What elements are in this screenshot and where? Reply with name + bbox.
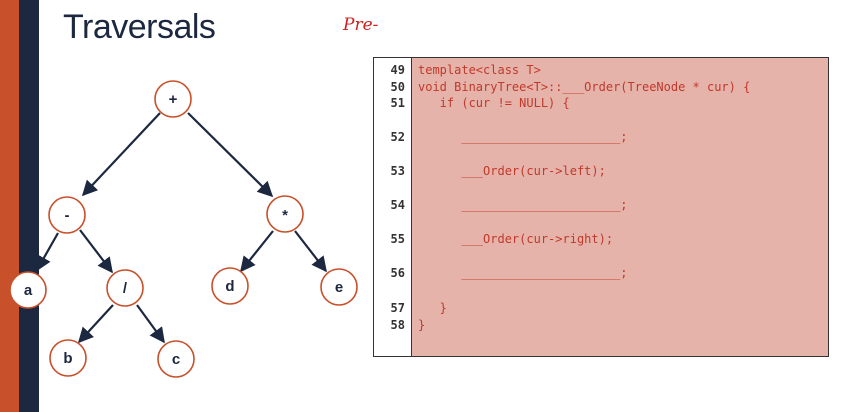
tree-node-c [157, 340, 195, 378]
line-number: 53 [390, 164, 405, 178]
line-number: 54 [390, 198, 405, 212]
code-line: if (cur != NULL) { [418, 96, 570, 110]
code-line: ___Order(cur->left); [418, 164, 606, 178]
node-label-times: * [282, 207, 288, 224]
node-label-minus: - [65, 207, 70, 224]
line-number: 58 [390, 318, 405, 332]
tree-node-e [320, 268, 358, 306]
edge-root-times [187, 112, 274, 198]
code-line: ______________________; [418, 266, 628, 280]
edge-times-d [240, 230, 274, 273]
tree-node-minus [48, 196, 86, 234]
node-label-d: d [225, 278, 234, 295]
left-accent-stripe [0, 0, 19, 412]
edge-times-e [294, 230, 327, 273]
line-number-gutter [374, 58, 412, 356]
tree-node-b [49, 339, 87, 377]
tree-node-root [154, 80, 192, 118]
line-number: 49 [390, 63, 405, 77]
code-line: } [418, 301, 447, 315]
line-number: 55 [390, 232, 405, 246]
code-line: template<class T> [418, 63, 541, 77]
tree-node-d [211, 267, 249, 305]
code-line: ______________________; [418, 198, 628, 212]
line-number: 50 [390, 80, 405, 94]
line-number: 57 [390, 301, 405, 315]
edge-root-minus [81, 112, 161, 197]
node-label-e: e [335, 279, 343, 296]
edge-div-c [136, 304, 165, 344]
code-listing: 49 template<class T> 50 void BinaryTree<… [373, 57, 829, 357]
edge-minus-a [36, 232, 59, 272]
line-number: 51 [390, 96, 405, 110]
node-label-div: / [123, 280, 128, 297]
tree-node-a [9, 271, 47, 309]
tree-node-div [106, 269, 144, 307]
tree-node-times [266, 195, 304, 233]
code-line: void BinaryTree<T>::___Order(TreeNode * … [418, 80, 751, 94]
node-label-root: + [169, 91, 178, 108]
node-label-c: c [172, 351, 180, 368]
line-number: 52 [390, 130, 405, 144]
edge-minus-div [79, 229, 113, 274]
handwritten-annotation: Pre- [343, 15, 379, 35]
code-line: ___Order(cur->right); [418, 232, 614, 246]
node-label-a: a [24, 282, 33, 299]
slide-title: Traversals [63, 8, 216, 46]
code-line: } [418, 318, 426, 332]
code-line: ______________________; [418, 130, 628, 144]
left-navy-stripe [19, 0, 39, 412]
node-label-b: b [63, 350, 72, 367]
edge-div-b [77, 304, 114, 344]
line-number: 56 [390, 266, 405, 280]
